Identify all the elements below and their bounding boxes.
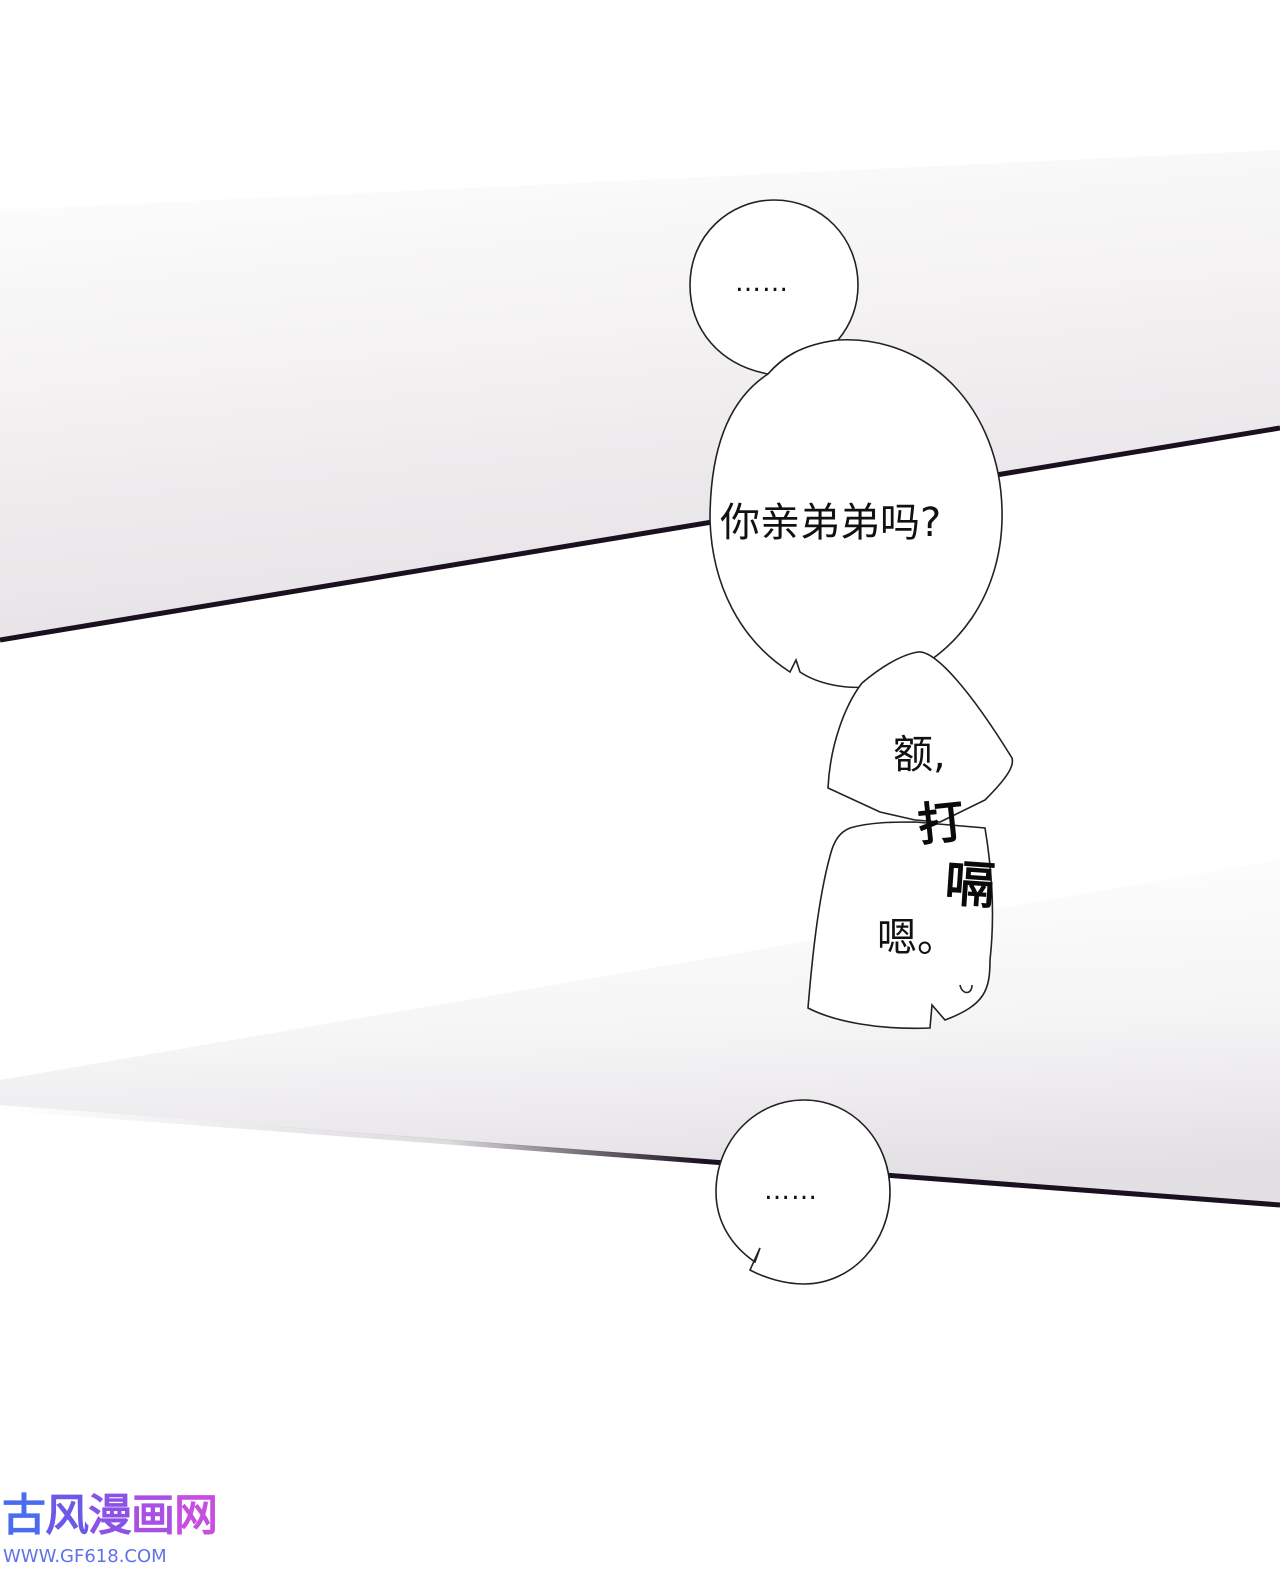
sfx-hiccup-char-2: 嗝 [943, 853, 998, 916]
bubble-er [827, 651, 1014, 823]
watermark-char: 风 [45, 1490, 89, 1541]
upper-shaded-band [0, 150, 1280, 640]
panel-divider-line-lower [0, 1105, 1280, 1208]
bubble-dots-bottom [715, 1099, 891, 1285]
bubble-text-dots-bottom: …… [764, 1176, 818, 1206]
watermark-char: 漫 [88, 1490, 132, 1541]
bubble-text-dots-top: …… [735, 268, 789, 298]
watermark-char: 画 [131, 1490, 175, 1541]
panel-divider-line-upper [0, 425, 1280, 643]
bubble-en [807, 821, 994, 1030]
bubble-en-mark [959, 984, 973, 994]
bubble-text-er: 额, [893, 732, 946, 778]
watermark-char: 古 [2, 1490, 46, 1541]
watermark-char: 网 [174, 1490, 218, 1541]
watermark-url: WWW.GF618.COM [3, 1546, 167, 1567]
bubble-text-en: 嗯。 [877, 915, 957, 961]
sfx-hiccup-char-1: 打 [915, 793, 967, 853]
bubble-text-question: 你亲弟弟吗? [720, 500, 942, 546]
watermark-title: 古风漫画网 [2, 1494, 218, 1538]
lower-shaded-band [0, 860, 1280, 1205]
